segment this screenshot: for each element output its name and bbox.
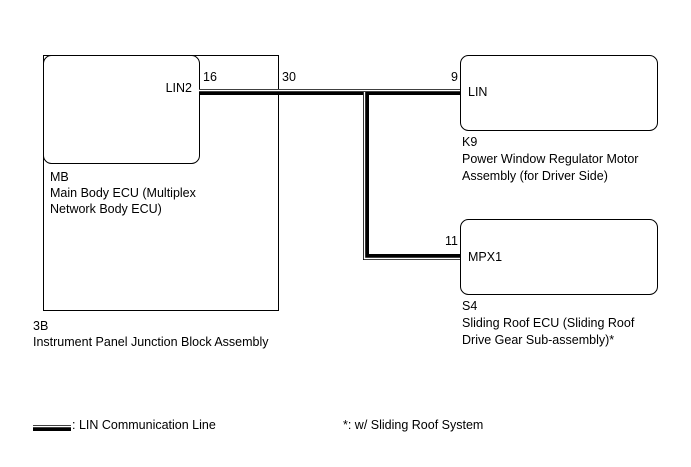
main-ecu-terminal-label: LIN2: [166, 81, 192, 95]
power-window-terminal-label: LIN: [468, 85, 487, 99]
junction-block-code: 3B: [33, 319, 48, 333]
sliding-roof-ecu-box: [460, 219, 658, 295]
power-window-name-line1: Power Window Regulator Motor: [462, 152, 638, 166]
sliding-roof-code: S4: [462, 299, 477, 313]
main-ecu-pin-number: 16: [203, 70, 217, 84]
main-ecu-name-line2: Network Body ECU): [50, 202, 162, 216]
power-window-pin-number: 9: [451, 70, 458, 84]
lin-communication-wire: [199, 89, 460, 260]
main-ecu-name-line1: Main Body ECU (Multiplex: [50, 186, 197, 200]
main-body-ecu-box: [43, 55, 200, 164]
sliding-roof-name-line2: Drive Gear Sub-assembly)*: [462, 333, 614, 347]
sliding-roof-system-note: *: w/ Sliding Roof System: [343, 418, 483, 432]
sliding-roof-name-line1: Sliding Roof ECU (Sliding Roof: [462, 316, 635, 330]
lin-line-legend-swatch: [33, 425, 71, 431]
power-window-motor-box: [460, 55, 658, 131]
sliding-roof-pin-number: 11: [445, 234, 458, 248]
power-window-name-line2: Assembly (for Driver Side): [462, 169, 608, 183]
lin-line-legend-label: : LIN Communication Line: [72, 418, 216, 432]
main-ecu-code: MB: [50, 170, 69, 184]
sliding-roof-terminal-label: MPX1: [468, 250, 502, 264]
junction-block-pin-number: 30: [282, 70, 296, 84]
junction-block-name: Instrument Panel Junction Block Assembly: [33, 335, 269, 349]
power-window-code: K9: [462, 135, 477, 149]
legend: : LIN Communication Line *: w/ Sliding R…: [33, 418, 483, 432]
